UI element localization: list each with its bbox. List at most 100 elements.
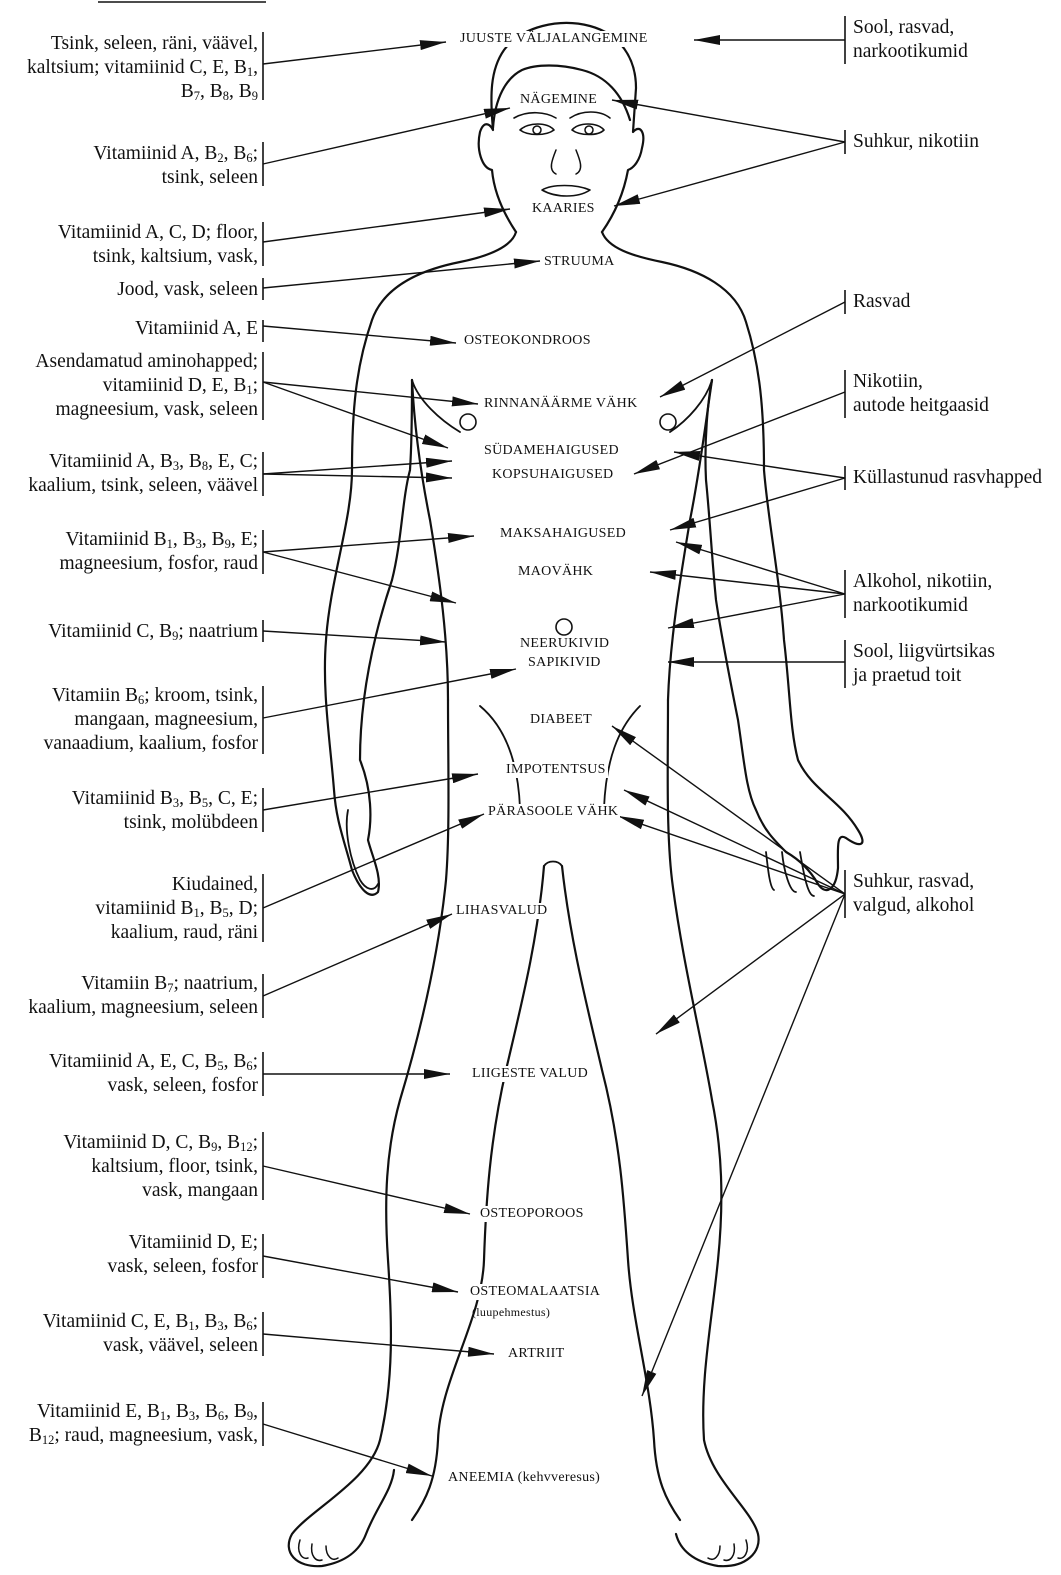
label-vision: NÄGEMINE [518, 92, 599, 108]
label-caries: KAARIES [530, 201, 597, 217]
risk-fats: Rasvad [853, 290, 910, 314]
label-line: ja praetud toit [853, 664, 995, 688]
label-stomach-cancer: MAOVÄHK [516, 564, 595, 580]
label-line: vanaadium, kaalium, fosfor [44, 732, 258, 756]
label-anemia: ANEEMIA (kehvveresus) [446, 1470, 602, 1486]
label-line: Vitamiinid A, B2, B6; [93, 142, 258, 166]
label-line: tsink, molübdeen [72, 811, 258, 835]
label-line: vitamiinid D, E, B1; [35, 374, 258, 398]
right-brow [570, 112, 610, 118]
left-hand [347, 810, 378, 889]
nutrients-impotence: Vitamiinid B3, B5, C, E;tsink, molübdeen [72, 787, 258, 835]
label-gallstones: SAPIKIVID [526, 655, 603, 671]
label-line: Vitamiinid B3, B5, C, E; [72, 787, 258, 811]
label-line: Küllastunud rasvhapped [853, 466, 1042, 490]
label-line: Vitamiinid A, E [135, 317, 258, 341]
nutrients-osteochondrosis: Vitamiinid A, E [135, 317, 258, 341]
label-line: valgud, alkohol [853, 894, 974, 918]
crotch [544, 862, 562, 867]
label-line: Asendamatud aminohapped; [35, 350, 258, 374]
label-line: vitamiinid B1, B5, D; [95, 897, 258, 921]
label-line: Vitamiinid A, B3, B8, E, C; [28, 450, 258, 474]
label-osteochondrosis: OSTEOKONDROOS [462, 333, 593, 349]
nutrients-caries: Vitamiinid A, C, D; floor,tsink, kaltsiu… [58, 221, 258, 269]
label-line: kaalium, magneesium, seleen [28, 996, 258, 1020]
label-osteomalacia-note: (luupehmestus) [470, 1304, 552, 1320]
label-hair-loss: JUUSTE VÄLJALANGEMINE [458, 31, 650, 47]
label-osteoporosis: OSTEOPOROOS [478, 1206, 586, 1222]
nutrients-muscle: Vitamiin B7; naatrium,kaalium, magneesiu… [28, 972, 258, 1020]
label-line: Vitamiinid A, E, C, B5, B6; [49, 1050, 258, 1074]
risk-nicotine-exhaust: Nikotiin,autode heitgaasid [853, 370, 989, 418]
right-leg [668, 700, 759, 1566]
right-toes [708, 1540, 747, 1560]
nutrients-joint: Vitamiinid A, E, C, B5, B6;vask, seleen,… [49, 1050, 258, 1098]
hand-fingers [766, 852, 814, 896]
label-muscle-pain: LIHASVALUD [454, 903, 549, 919]
nutrients-liver-stomach: Vitamiinid B1, B3, B9, E;magneesium, fos… [60, 528, 259, 576]
label-line: Vitamiinid E, B1, B3, B6, B9, [29, 1400, 258, 1424]
chest-left [412, 380, 460, 432]
label-line: Alkohol, nikotiin, [853, 570, 992, 594]
label-line: Vitamiin B6; kroom, tsink, [44, 684, 258, 708]
label-line: tsink, kaltsium, vask, [58, 245, 258, 269]
label-line: Vitamiinid D, C, B9, B12; [63, 1131, 258, 1155]
label-line: Vitamiinid D, E; [107, 1231, 258, 1255]
inner-right-leg [562, 866, 680, 1520]
label-line: narkootikumid [853, 40, 968, 64]
right-side [602, 232, 862, 890]
label-lung-disease: KOPSUHAIGUSED [490, 467, 615, 483]
label-line: magneesium, fosfor, raud [60, 552, 259, 576]
label-rectal-cancer: PÄRASOOLE VÄHK [486, 804, 620, 820]
label-line: autode heitgaasid [853, 394, 989, 418]
label-osteomalacia: OSTEOMALAATSIA [468, 1284, 602, 1300]
label-joint-pain: LIIGESTE VALUD [470, 1066, 590, 1082]
navel [556, 619, 572, 635]
left-hip [480, 706, 520, 808]
label-line: tsink, seleen [93, 166, 258, 190]
label-line: Vitamiinid C, B9; naatrium [48, 620, 258, 644]
mouth [542, 186, 590, 197]
label-line: B7, B8, B9 [27, 80, 258, 104]
label-line: Sool, liigvürtsikas [853, 640, 995, 664]
label-line: Suhkur, rasvad, [853, 870, 974, 894]
right-hip [604, 706, 640, 808]
nutrients-heart-lung: Vitamiinid A, B3, B8, E, C;kaalium, tsin… [28, 450, 258, 498]
nutrients-hair: Tsink, seleen, räni, väävel,kaltsium; vi… [27, 32, 258, 104]
label-line: kaltsium, floor, tsink, [63, 1155, 258, 1179]
label-line: vask, seleen, fosfor [107, 1255, 258, 1279]
label-heart-disease: SÜDAMEHAIGUSED [482, 443, 621, 459]
label-line: Kiudained, [95, 873, 258, 897]
nutrients-osteoporosis: Vitamiinid D, C, B9, B12;kaltsium, floor… [63, 1131, 258, 1203]
label-line: narkootikumid [853, 594, 992, 618]
label-line: Vitamiinid C, E, B1, B3, B6; [43, 1310, 258, 1334]
risk-alcohol-nicotine-drugs: Alkohol, nikotiin,narkootikumid [853, 570, 992, 618]
label-impotence: IMPOTENTSUS [504, 762, 608, 778]
label-line: kaltsium; vitamiinid C, E, B1, [27, 56, 258, 80]
nutrients-diabetes: Vitamiin B6; kroom, tsink,mangaan, magne… [44, 684, 258, 756]
risk-salt-spice-fried: Sool, liigvürtsikasja praetud toit [853, 640, 995, 688]
label-goiter: STRUUMA [542, 254, 617, 270]
nutrients-breast-heart: Asendamatud aminohapped;vitamiinid D, E,… [35, 350, 258, 422]
left-toes [299, 1540, 338, 1560]
nutrients-goiter: Jood, vask, seleen [117, 278, 258, 302]
label-line: Suhkur, nikotiin [853, 130, 979, 154]
label-line: vask, väävel, seleen [43, 1334, 258, 1358]
label-line: vask, seleen, fosfor [49, 1074, 258, 1098]
label-line: Rasvad [853, 290, 910, 314]
nutrients-anemia: Vitamiinid E, B1, B3, B6, B9,B12; raud, … [29, 1400, 258, 1448]
label-line: Vitamiin B7; naatrium, [28, 972, 258, 996]
label-liver-disease: MAKSAHAIGUSED [498, 526, 628, 542]
label-line: Sool, rasvad, [853, 16, 968, 40]
nose [551, 150, 580, 174]
label-line: mangaan, magneesium, [44, 708, 258, 732]
nutrients-arthritis: Vitamiinid C, E, B1, B3, B6;vask, väävel… [43, 1310, 258, 1358]
label-line: vask, mangaan [63, 1179, 258, 1203]
label-line: magneesium, vask, seleen [35, 398, 258, 422]
right-arrows [612, 40, 845, 1396]
left-brow [514, 113, 556, 118]
nutrients-vision: Vitamiinid A, B2, B6;tsink, seleen [93, 142, 258, 190]
left-arrows [263, 42, 540, 1476]
label-line: kaalium, raud, räni [95, 921, 258, 945]
label-line: Tsink, seleen, räni, väävel, [27, 32, 258, 56]
